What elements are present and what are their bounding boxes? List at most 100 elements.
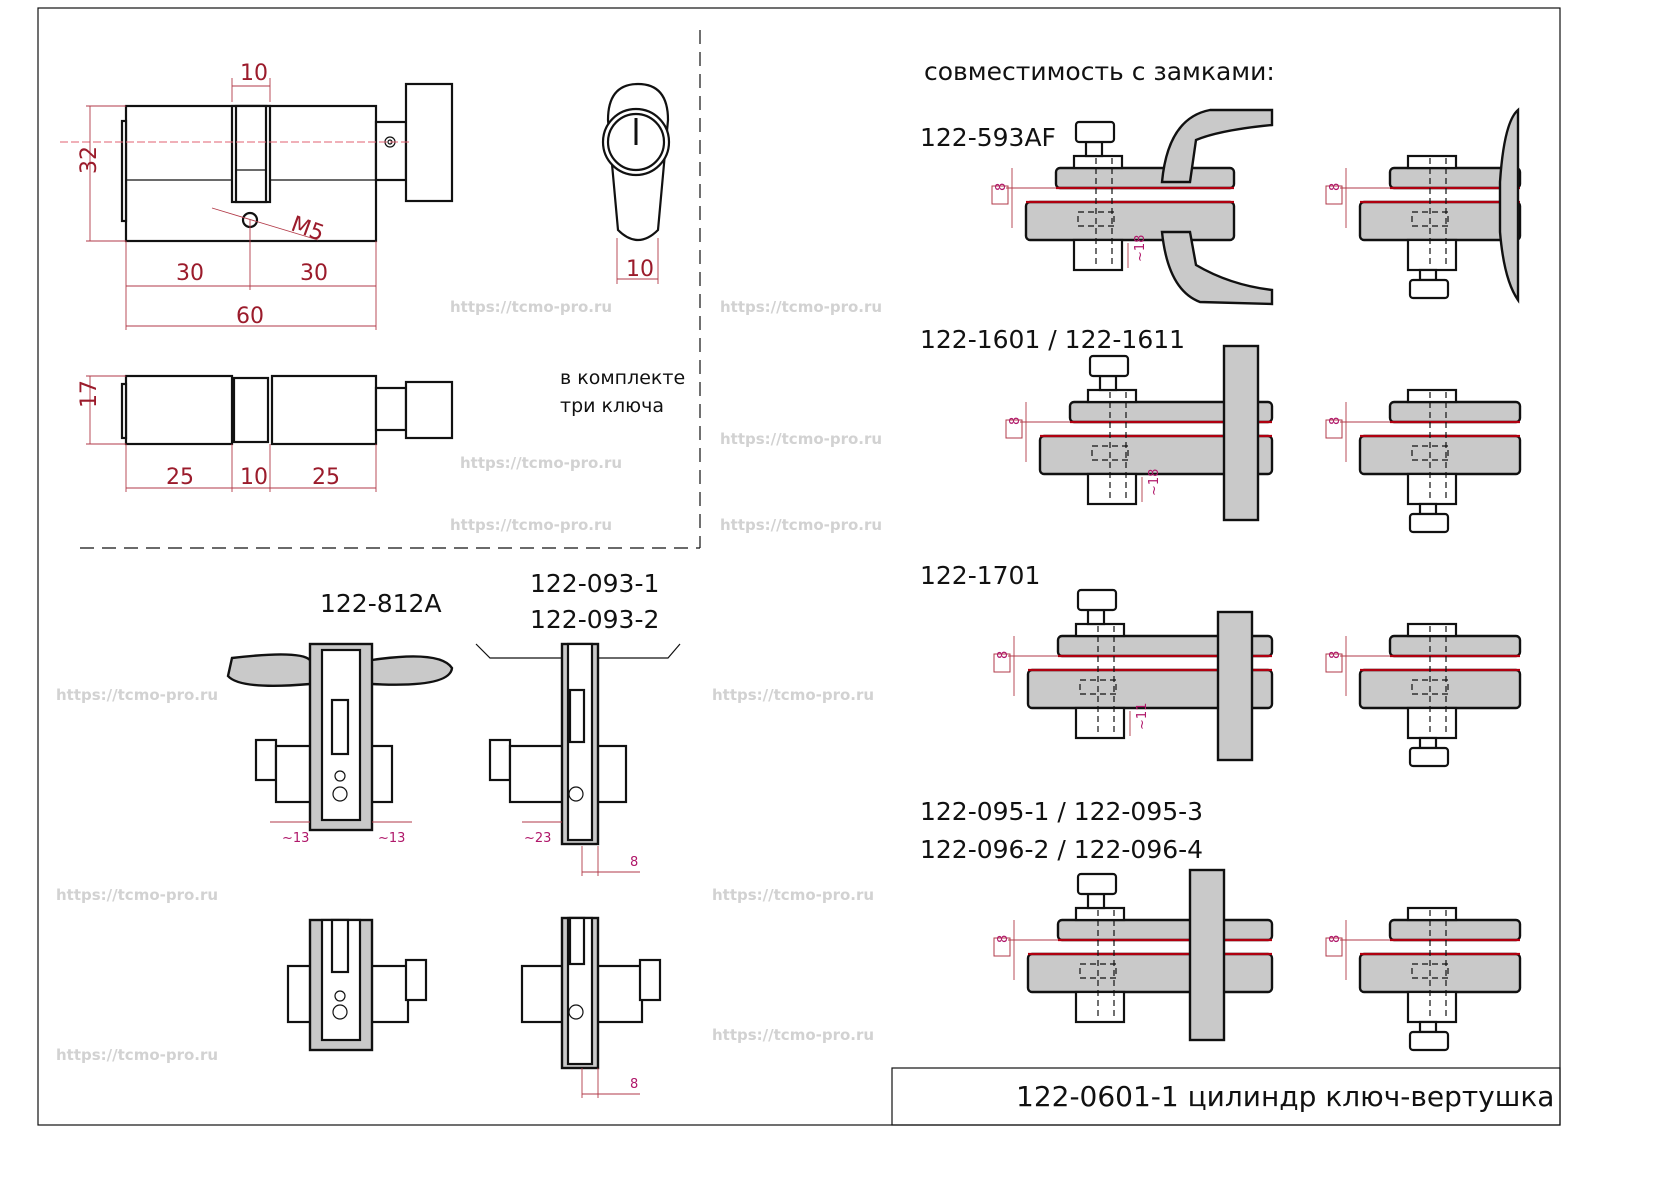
offset-dim-box (1325, 185, 1343, 205)
knob-stem (1084, 140, 1104, 158)
cylinder-front-view (601, 82, 671, 284)
keys-note-line2: три ключа (560, 395, 664, 417)
lock-812a-front (226, 642, 454, 832)
drawing-title: 122-0601-1 цилиндр ключ-вертушка (1016, 1080, 1554, 1113)
dim-right: 30 (300, 261, 328, 286)
lock-section (1325, 906, 1522, 1052)
label-812a: 122-812A (320, 589, 442, 618)
knob (1074, 120, 1116, 144)
lock-section (993, 872, 1274, 1024)
outer-plate (1056, 918, 1274, 942)
offset-dim-box (1325, 937, 1343, 957)
lock-812a-back (286, 918, 428, 1052)
cylinder-side-view (60, 82, 454, 243)
outer-plate (1388, 918, 1522, 942)
offset-dim-value: 8 (1008, 417, 1023, 425)
lock-section (1005, 354, 1274, 506)
offset-dim-value: 8 (1328, 417, 1343, 425)
watermark-text: https://tcmo-pro.ru (720, 516, 882, 534)
outer-plate (1388, 634, 1522, 658)
knob (1076, 872, 1118, 896)
depth-dim-value: ~11 (1135, 703, 1150, 730)
title-block (891, 1067, 1561, 1126)
lever-handle-593af-right (1498, 107, 1520, 304)
watermark-text: https://tcmo-pro.ru (56, 1046, 218, 1064)
lock-093-back (520, 916, 662, 1098)
compat-label-593af: 122-593AF (920, 123, 1056, 152)
cylinder-bottom (1072, 238, 1124, 272)
dim-front-width: 10 (626, 257, 654, 282)
cam-hidden (1091, 445, 1129, 461)
compat-label-1701: 122-1701 (920, 561, 1040, 590)
watermark-text: https://tcmo-pro.ru (720, 298, 882, 316)
depth-dim-value: ~18 (1133, 235, 1148, 262)
watermark-text: https://tcmo-pro.ru (720, 430, 882, 448)
watermark-text: https://tcmo-pro.ru (56, 886, 218, 904)
cam-hidden (1079, 679, 1117, 695)
cylinder-top (1086, 388, 1138, 404)
offset-dim-value: 8 (994, 183, 1009, 191)
offset-dim-lines (1008, 920, 1058, 980)
compatibility-sections (991, 120, 1522, 1052)
knob-stem (1098, 374, 1118, 392)
outer-plate (1388, 400, 1522, 424)
offset-dim-box (1325, 419, 1343, 439)
cylinder-top (1406, 622, 1458, 638)
depth-dim-value: ~18 (1147, 469, 1162, 496)
offset-dim-value: 8 (996, 935, 1011, 943)
offset-dim-box (993, 937, 1011, 957)
dim-thickness: 17 (77, 380, 102, 408)
offset-dim-box (1005, 419, 1023, 439)
cam-hidden (1411, 211, 1449, 227)
cylinder-bottom (1406, 238, 1458, 272)
dim-seg-mid: 10 (240, 465, 268, 490)
dim-left: 30 (176, 261, 204, 286)
offset-dim-lines (1340, 636, 1390, 696)
lock-093-front (475, 642, 681, 876)
center-lines (1095, 158, 1113, 268)
compat-label-1601: 122-1601 / 122-1611 (920, 325, 1185, 354)
center-lines (1429, 158, 1447, 268)
center-lines (1109, 392, 1127, 502)
cam-hidden (1411, 963, 1449, 979)
drawing-frame (37, 7, 1561, 1126)
dim-812a-left: ~13 (282, 831, 309, 846)
cylinder-top-view (86, 374, 454, 492)
knob (1076, 588, 1118, 612)
dim-seg-right: 25 (312, 465, 340, 490)
cylinder-bottom (1406, 706, 1458, 740)
cam-hidden (1079, 963, 1117, 979)
inner-plate (1358, 434, 1522, 476)
cylinder-side-dimensions (86, 78, 377, 330)
watermark-text: https://tcmo-pro.ru (450, 516, 612, 534)
dim-093-gap-bottom: 8 (630, 1077, 638, 1092)
label-093-2: 122-093-2 (530, 605, 659, 634)
offset-dim-lines (1340, 168, 1390, 228)
offset-dim-lines (1006, 168, 1056, 228)
offset-dim-box (1325, 653, 1343, 673)
offset-dim-value: 8 (1328, 183, 1343, 191)
cylinder-bottom (1406, 472, 1458, 506)
cylinder-top (1072, 154, 1124, 170)
watermark-layer: https://tcmo-pro.ru https://tcmo-pro.ru ht… (56, 298, 882, 1064)
watermark-text: https://tcmo-pro.ru (56, 686, 218, 704)
offset-dim-lines (1340, 920, 1390, 980)
cylinder-top (1074, 622, 1126, 638)
dim-093: ~23 (524, 831, 551, 846)
center-lines (1429, 910, 1447, 1020)
cylinder-top (1406, 154, 1458, 170)
dim-height: 32 (77, 146, 102, 174)
cylinder-bottom (1074, 990, 1126, 1024)
knob (1408, 278, 1450, 300)
lock-section (1325, 154, 1522, 300)
cylinder-top (1074, 906, 1126, 922)
label-093-1: 122-093-1 (530, 569, 659, 598)
center-lines (1097, 910, 1115, 1020)
inner-plate (1026, 952, 1274, 994)
cylinder-bottom (1406, 990, 1458, 1024)
center-lines (1429, 626, 1447, 736)
compatibility-heading: совместимость с замками: (924, 57, 1275, 86)
lock-section (1325, 622, 1522, 768)
inner-plate (1358, 668, 1522, 710)
